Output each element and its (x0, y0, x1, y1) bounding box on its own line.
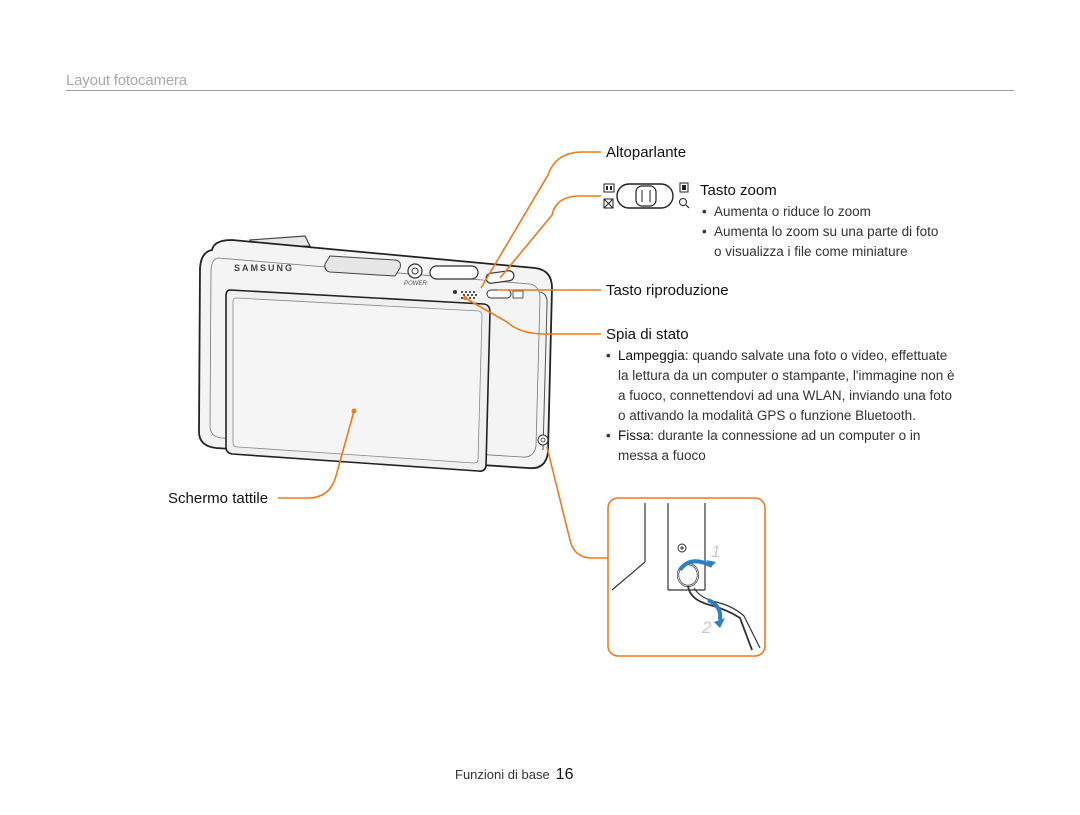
zoom-item-1: •Aumenta o riduce lo zoom (702, 204, 871, 219)
brand-logo: SAMSUNG (234, 263, 295, 273)
strap-inset (607, 497, 766, 657)
leader-touchscreen (278, 410, 355, 499)
leader-status (464, 297, 601, 335)
section-title: Layout fotocamera (66, 72, 187, 89)
touchscreen (232, 297, 483, 464)
zoom-button-label: Tasto zoom (700, 182, 777, 199)
page-number: 16 (555, 766, 574, 783)
status-lamp-label: Spia di stato (606, 326, 689, 343)
status-steady-line-2: messa a fuoco (618, 448, 706, 463)
leader-strap (546, 446, 608, 559)
status-blink-line-3: a fuoco, connettendovi ad una WLAN, invi… (618, 388, 952, 403)
steady-term: Fissa (618, 428, 651, 443)
zoom-lever-icon (603, 182, 690, 209)
footer-section: Funzioni di base (455, 767, 550, 782)
strap-step-1: 1 (711, 542, 721, 561)
page-footer: Funzioni di base 16 (455, 766, 573, 784)
status-steady-line-1: •Fissa: durante la connessione ad un com… (606, 428, 921, 443)
power-label: POWER (404, 281, 427, 287)
title-divider (66, 90, 1014, 91)
speaker-label: Altoparlante (606, 144, 687, 161)
status-blink-line-2: la lettura da un computer o stampante, l… (618, 368, 955, 383)
status-blink-line-4: o attivando la modalità GPS o funzione B… (618, 408, 916, 423)
zoom-item-2: •Aumenta lo zoom su una parte di foto (702, 224, 939, 239)
zoom-item-2-cont: o visualizza i file come miniature (714, 244, 908, 259)
strap-step-2: 2 (702, 618, 712, 637)
leader-zoom (499, 195, 601, 279)
touchscreen-label: Schermo tattile (168, 490, 269, 507)
status-blink-line-1: •Lampeggia: quando salvate una foto o vi… (606, 348, 948, 363)
playback-button-label: Tasto riproduzione (606, 282, 729, 299)
blink-term: Lampeggia (618, 348, 685, 363)
leader-speaker (480, 151, 601, 289)
